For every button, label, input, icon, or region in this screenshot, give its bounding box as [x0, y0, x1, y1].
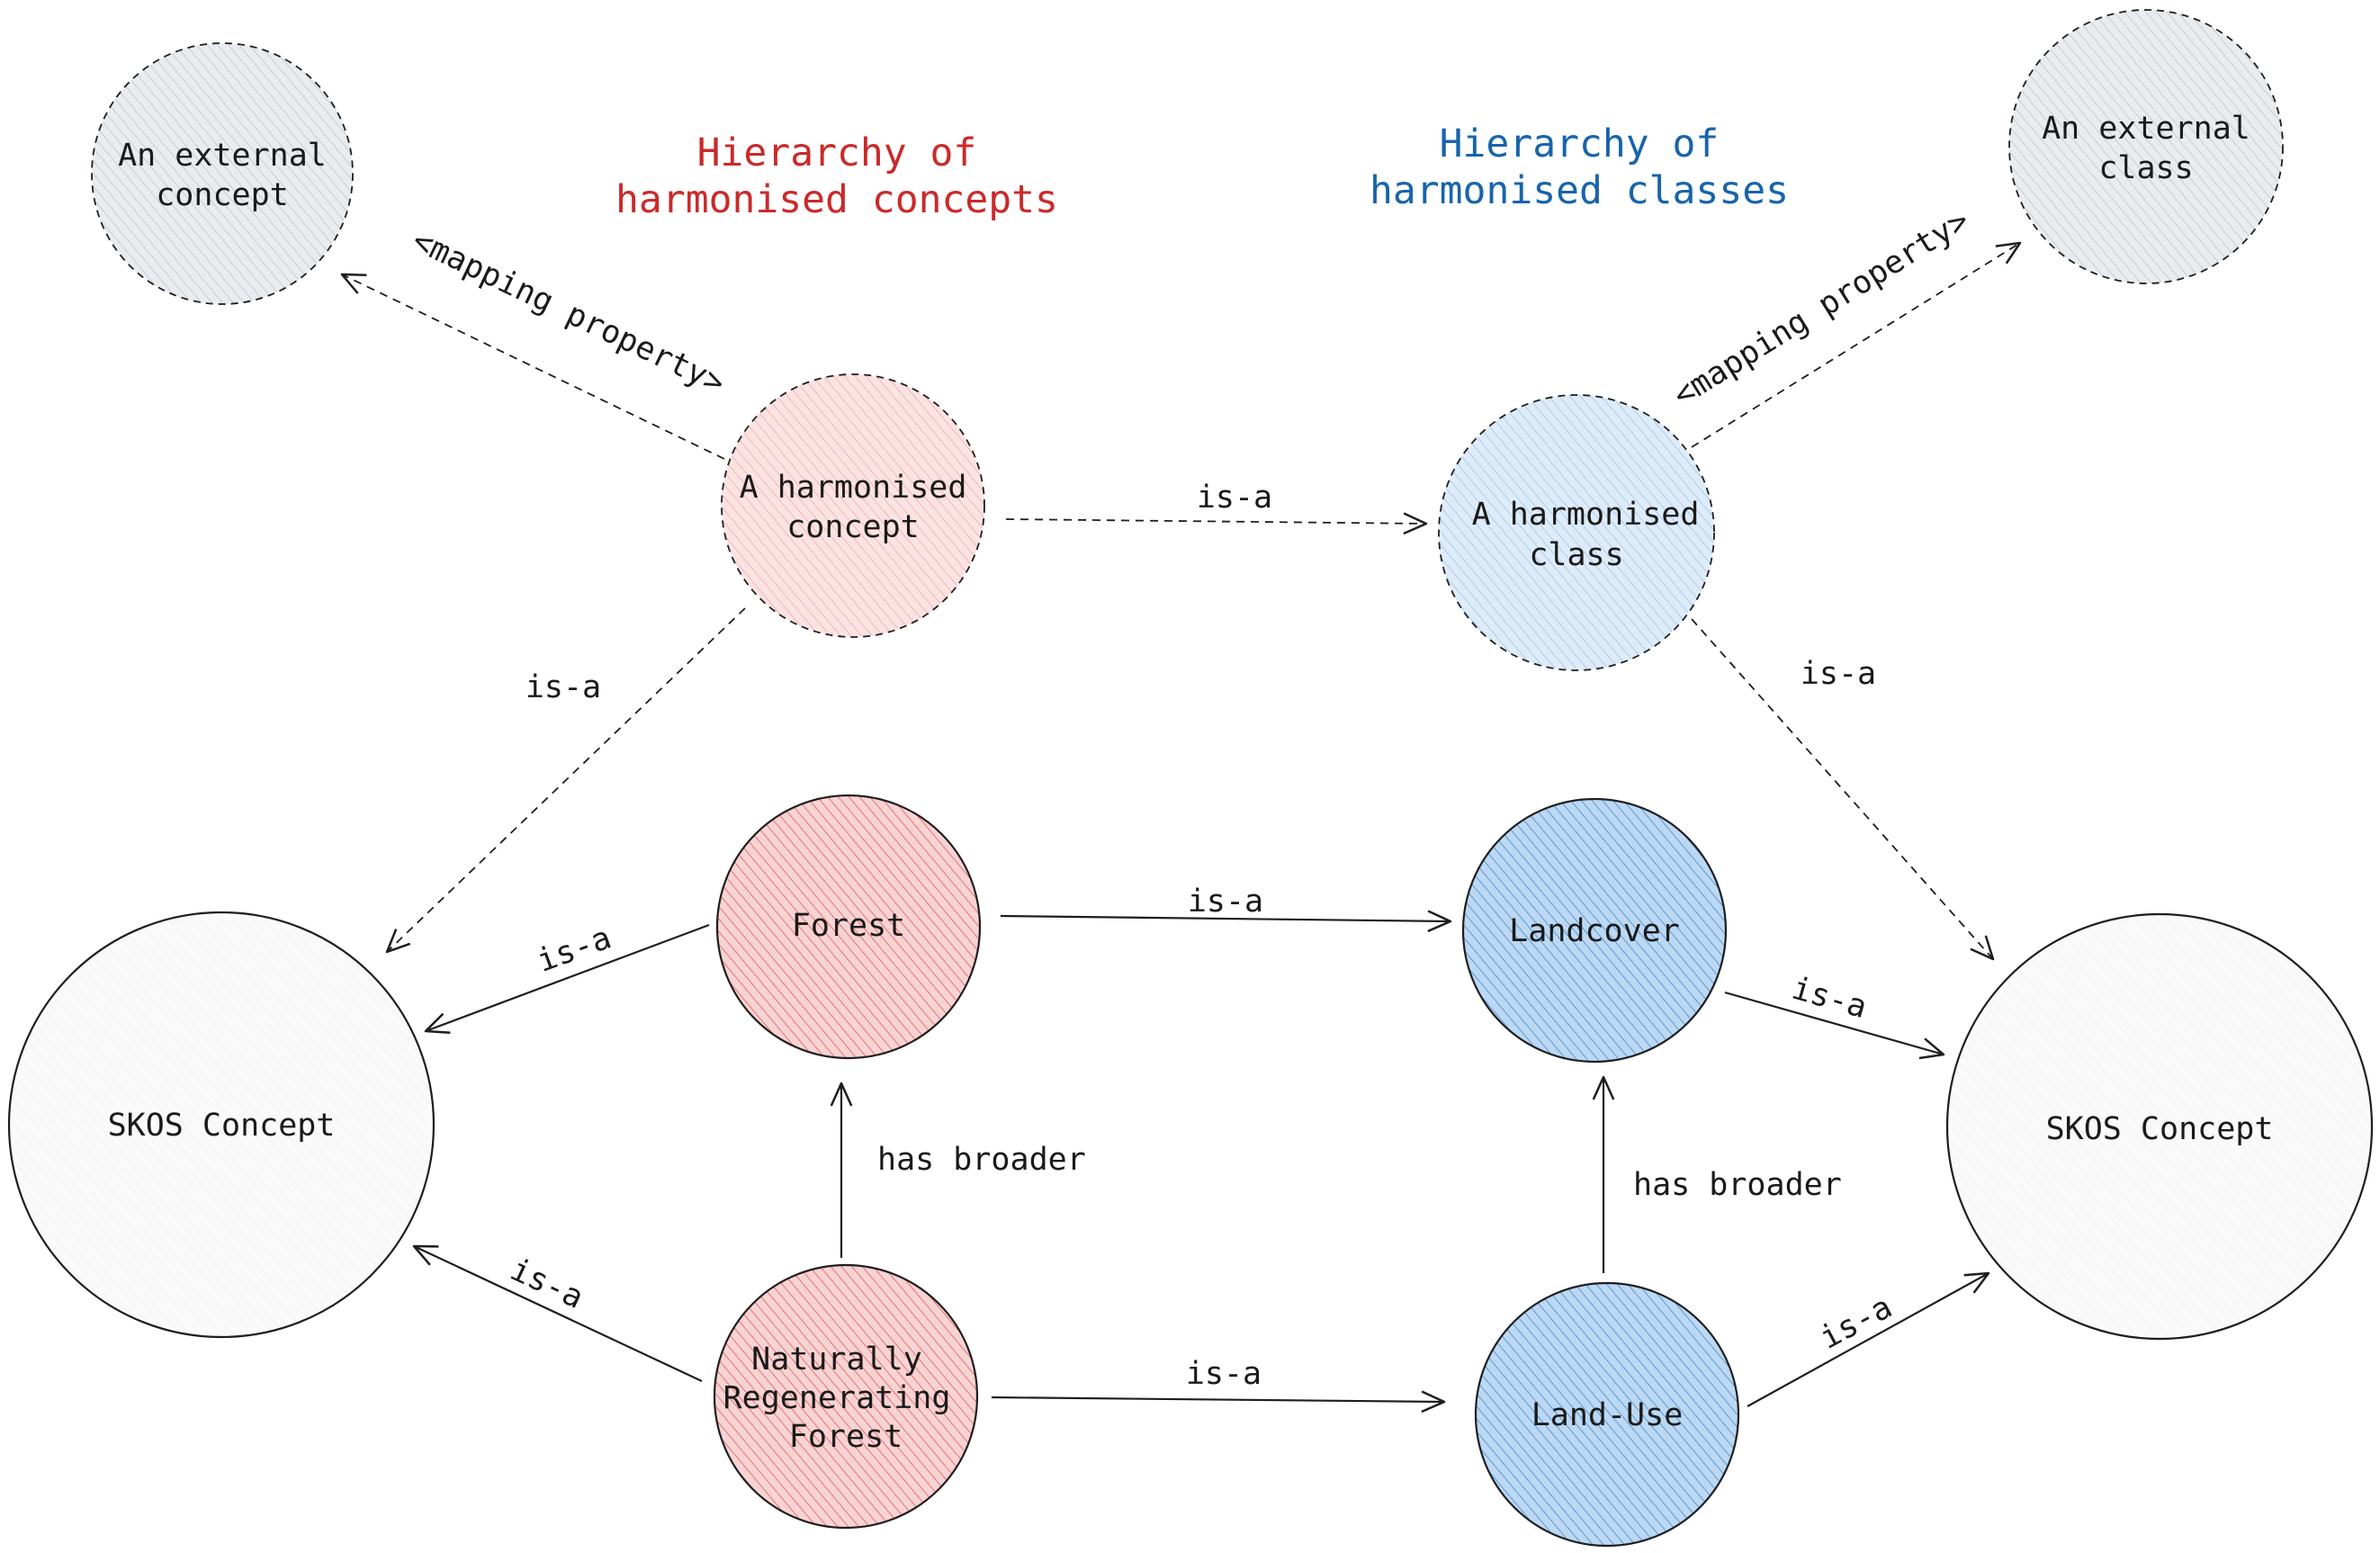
- node-external-class-line1: An external: [2042, 111, 2250, 147]
- edge-forest-skos: [424, 923, 710, 1035]
- node-skos-concept-left: SKOS Concept: [7, 911, 436, 1339]
- label-harmonised-isa: is-a: [1197, 480, 1272, 516]
- node-landcover: Landcover: [1461, 797, 1728, 1064]
- edge-harmclass-skos: [1691, 618, 1995, 961]
- node-nrf-line2: Regenerating: [723, 1380, 951, 1416]
- label-harmclass-skos: is-a: [1801, 656, 1876, 692]
- node-land-use-outline: [1474, 1281, 1740, 1548]
- edge-nrf-skos: [412, 1244, 703, 1382]
- node-external-class-line2: class: [2098, 150, 2193, 186]
- label-nrf-skos: is-a: [505, 1252, 588, 1316]
- node-harmonised-concept-outline: [721, 373, 985, 638]
- label-mapping-class: <mapping property>: [1667, 202, 1976, 414]
- node-external-concept-line2: concept: [156, 177, 289, 213]
- node-harmonised-class-outline: [1438, 394, 1715, 671]
- node-landcover-label: Landcover: [1509, 913, 1680, 949]
- node-skos-concept-right-outline: [1945, 912, 2374, 1341]
- title-concepts: Hierarchy of harmonised concepts: [615, 130, 1058, 222]
- edge-labels: <mapping property> <mapping property> is…: [407, 202, 1976, 1392]
- label-landcover-skos: is-a: [1788, 971, 1871, 1027]
- node-harmonised-concept-line2: concept: [786, 509, 920, 545]
- node-harmonised-concept-line1: A harmonised: [740, 470, 967, 506]
- label-nrf-landuse: is-a: [1186, 1356, 1262, 1392]
- node-external-class-fill: [2009, 10, 2283, 283]
- label-landcover-broader: has broader: [1633, 1167, 1842, 1203]
- title-classes-line1: Hierarchy of: [1440, 121, 1720, 166]
- node-skos-concept-right-fill: [1947, 914, 2372, 1339]
- node-naturally-regenerating-forest: Naturally Regenerating Forest: [713, 1263, 979, 1530]
- node-nrf-line3: Forest: [789, 1419, 903, 1455]
- node-nrf-outline: [713, 1263, 979, 1530]
- label-forest-skos: is-a: [533, 920, 616, 979]
- edge-landuse-skos: [1747, 1271, 1990, 1407]
- title-concepts-line1: Hierarchy of: [697, 130, 977, 175]
- node-forest-outline: [715, 794, 982, 1060]
- node-harmonised-class-fill: [1439, 395, 1714, 670]
- title-classes: Hierarchy of harmonised classes: [1370, 121, 1789, 213]
- node-external-class: An external class: [2008, 9, 2284, 284]
- node-land-use: Land-Use: [1474, 1281, 1740, 1548]
- node-external-concept: An external concept: [91, 42, 354, 305]
- node-skos-concept-right: SKOS Concept: [1945, 912, 2374, 1341]
- node-skos-concept-left-label: SKOS Concept: [108, 1108, 336, 1144]
- label-forest-broader: has broader: [877, 1142, 1086, 1178]
- node-skos-concept-left-outline: [7, 911, 436, 1339]
- node-skos-concept-left-fill: [9, 912, 434, 1337]
- node-skos-concept-right-label: SKOS Concept: [2046, 1111, 2274, 1147]
- node-landcover-outline: [1461, 797, 1728, 1064]
- edges: [340, 241, 2022, 1414]
- node-external-concept-outline: [91, 42, 354, 305]
- edge-nrf-landuse: [991, 1390, 1446, 1414]
- label-mapping-concept: <mapping property>: [407, 222, 731, 401]
- edge-harmconcept-skos: [385, 607, 746, 954]
- node-harmonised-concept: A harmonised concept: [721, 373, 985, 638]
- title-classes-line2: harmonised classes: [1370, 168, 1789, 213]
- title-concepts-line2: harmonised concepts: [615, 177, 1058, 222]
- node-external-concept-line1: An external: [118, 138, 327, 174]
- node-harmonised-class-line2: class: [1529, 537, 1623, 573]
- edge-landcover-skos: [1724, 991, 1945, 1060]
- edge-forest-landcover: [1000, 910, 1452, 933]
- node-land-use-label: Land-Use: [1531, 1397, 1684, 1433]
- label-harmconcept-skos: is-a: [525, 669, 601, 705]
- node-harmonised-concept-fill: [722, 374, 984, 637]
- edge-harmonised-isa: [1005, 512, 1428, 535]
- label-forest-landcover: is-a: [1188, 884, 1263, 920]
- node-forest: Forest: [715, 794, 982, 1060]
- node-nrf-line1: Naturally: [751, 1342, 922, 1378]
- node-landcover-fill: [1463, 799, 1726, 1062]
- node-harmonised-class-line1: A harmonised: [1472, 497, 1700, 533]
- node-external-concept-fill: [92, 43, 353, 304]
- node-forest-fill: [717, 795, 980, 1058]
- edge-mapping-class: [1691, 241, 2022, 448]
- node-nrf-fill: [714, 1265, 977, 1528]
- node-harmonised-class: A harmonised class: [1438, 394, 1715, 671]
- node-forest-label: Forest: [792, 908, 905, 944]
- node-external-class-outline: [2008, 9, 2284, 284]
- node-land-use-fill: [1476, 1283, 1738, 1546]
